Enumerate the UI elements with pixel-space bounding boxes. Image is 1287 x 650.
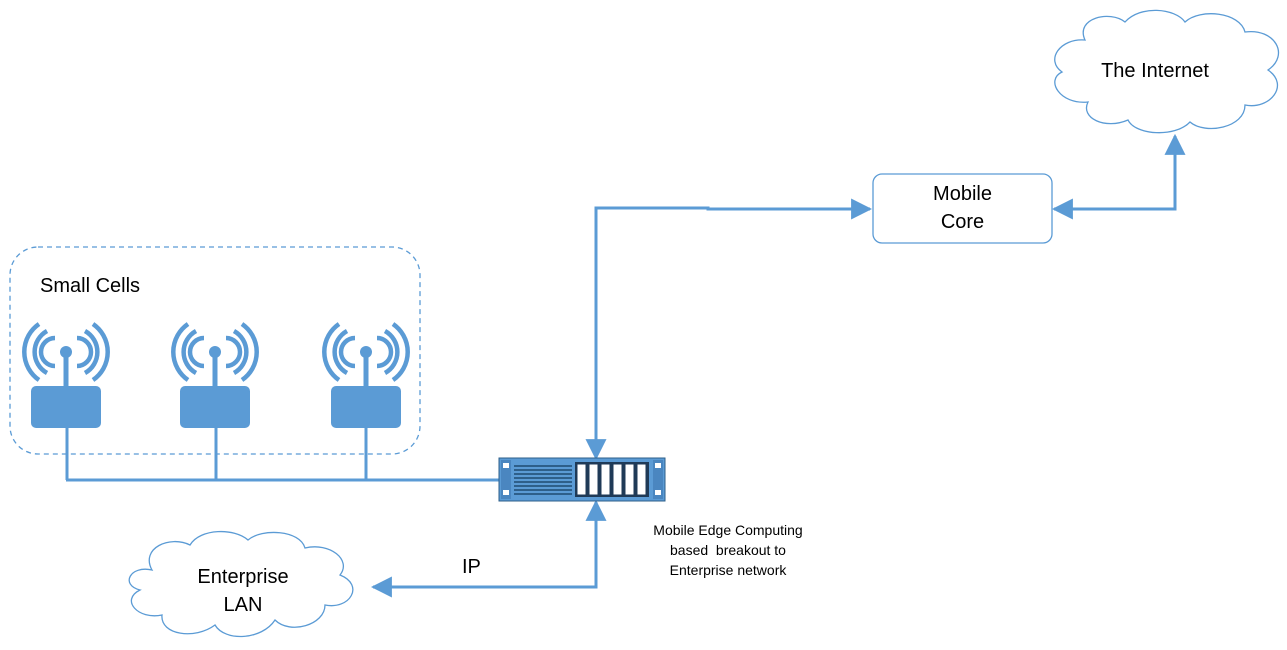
server-to-core-link <box>585 198 873 461</box>
mec-caption-line-2: based breakout to <box>670 542 786 558</box>
core-to-internet-link <box>1051 133 1186 220</box>
connectors <box>65 133 1186 598</box>
mec-caption-line-1: Mobile Edge Computing <box>653 522 803 538</box>
server-to-lan-link <box>370 499 607 598</box>
ip-link-label: IP <box>462 556 481 578</box>
mobile-core-label: Mobile Core <box>873 180 1052 236</box>
enterprise-lan-label: Enterprise LAN <box>172 563 314 619</box>
mobile-core-label-line-2: Core <box>940 211 985 233</box>
mec-caption: Mobile Edge Computing based breakout to … <box>628 520 828 580</box>
enterprise-lan-label-line-2: LAN <box>223 594 263 616</box>
internet-cloud-icon <box>1054 9 1280 134</box>
rack-server-icon <box>498 457 666 502</box>
enterprise-lan-label-line-1: Enterprise <box>197 566 289 588</box>
antenna-icon <box>322 322 410 428</box>
antenna-icon <box>171 322 259 428</box>
mobile-core-label-line-1: Mobile <box>933 183 992 205</box>
enterprise-lan-cloud-icon <box>128 530 354 638</box>
small-cells-label: Small Cells <box>40 275 141 297</box>
internet-label: The Internet <box>1101 60 1209 82</box>
mec-caption-line-3: Enterprise network <box>669 562 787 578</box>
antenna-icon <box>22 322 110 428</box>
